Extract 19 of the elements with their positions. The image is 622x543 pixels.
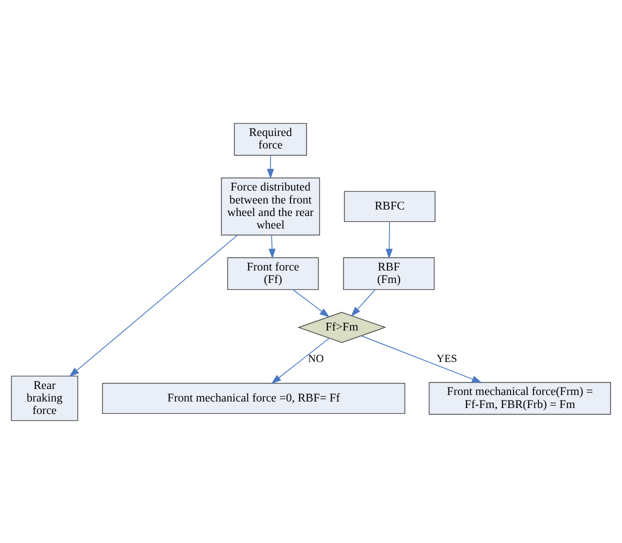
edge-label: NO xyxy=(308,352,324,365)
node-diamond: Ff>Fm xyxy=(297,311,386,342)
node-box: Front mechanical force =0, RBF= Ff xyxy=(102,382,406,414)
arrow xyxy=(360,334,482,382)
node-box: RBF (Fm) xyxy=(343,256,435,290)
edge-label: YES xyxy=(436,352,458,365)
node-box: Required force xyxy=(234,122,307,156)
node-box: Front force (Ff) xyxy=(227,256,319,290)
node-box: RBFC xyxy=(344,190,436,222)
arrow xyxy=(266,154,274,178)
arrow xyxy=(69,234,238,376)
node-box: Force distributed between the front wheel and the rear wheel xyxy=(220,177,320,235)
arrow xyxy=(350,288,376,316)
arrow xyxy=(268,234,276,258)
node-box: Rear braking force xyxy=(11,375,78,421)
arrow xyxy=(292,288,330,317)
arrow xyxy=(386,220,393,258)
arrow xyxy=(271,337,330,384)
node-box: Front mechanical force(Frm) = Ff-Fm, FBR(Frb) = Fm xyxy=(428,382,611,414)
